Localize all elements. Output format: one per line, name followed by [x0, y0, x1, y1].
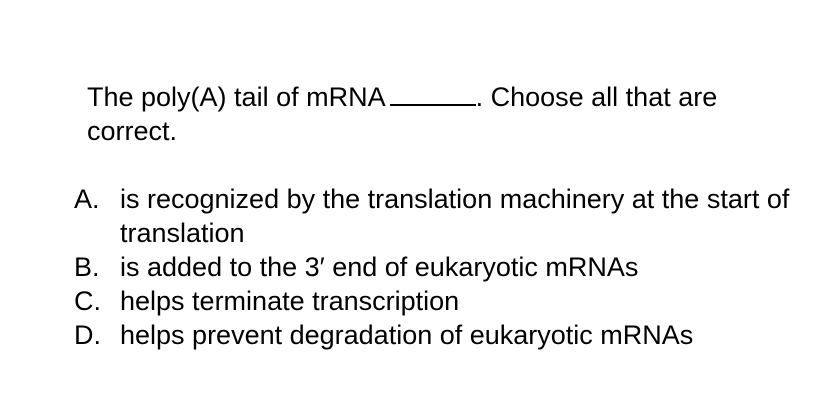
question-stem-before: The poly(A) tail of mRNA — [87, 82, 386, 112]
choice-letter: C. — [74, 286, 101, 316]
question-stem: The poly(A) tail of mRNA. Choose all tha… — [87, 80, 802, 148]
choice-letter: A. — [74, 184, 100, 214]
choice-a[interactable]: A. is recognized by the translation mach… — [74, 182, 794, 250]
choice-letter: D. — [74, 320, 101, 350]
fill-in-blank — [389, 82, 476, 106]
question-stem-after: . Choose all that are correct. — [87, 82, 718, 146]
choice-text: helps prevent degradation of eukaryotic … — [120, 320, 694, 350]
choice-letter: B. — [74, 252, 100, 282]
choice-b[interactable]: B. is added to the 3′ end of eukaryotic … — [74, 250, 794, 284]
choice-text: helps terminate transcription — [120, 286, 460, 316]
choice-c[interactable]: C. helps terminate transcription — [74, 284, 794, 318]
choice-d[interactable]: D. helps prevent degradation of eukaryot… — [74, 318, 794, 352]
answer-choices: A. is recognized by the translation mach… — [74, 182, 794, 352]
choice-text: is recognized by the translation machine… — [120, 184, 790, 248]
choice-text: is added to the 3′ end of eukaryotic mRN… — [120, 252, 639, 282]
